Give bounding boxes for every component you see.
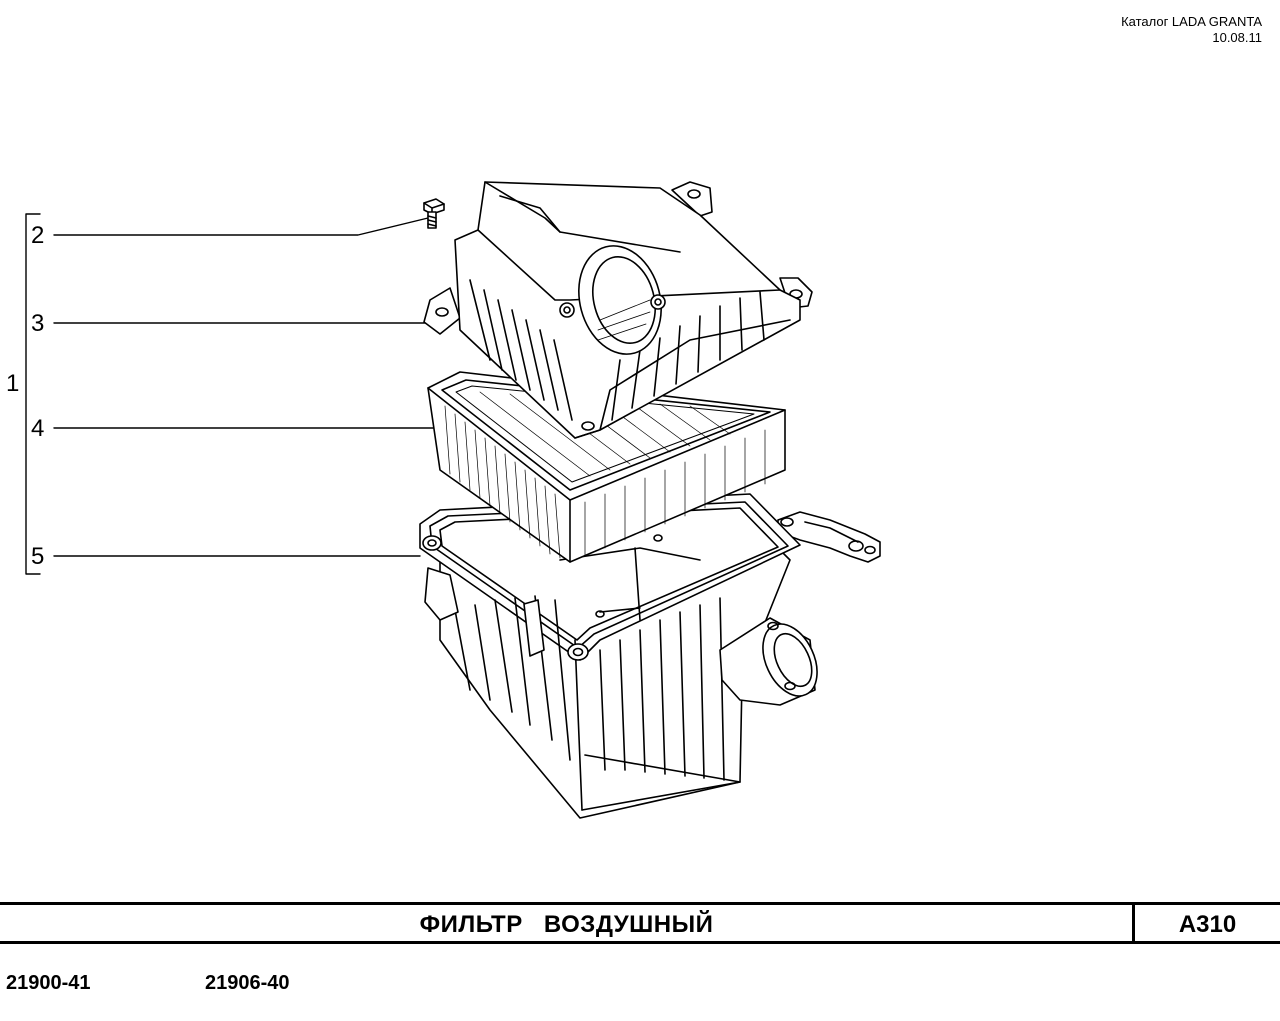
callout-2: 2 bbox=[31, 222, 45, 249]
callout-5: 5 bbox=[31, 543, 45, 570]
model-code-1: 21900-41 bbox=[6, 972, 91, 994]
catalog-header: Каталог LADA GRANTA 10.08.11 bbox=[1121, 14, 1262, 46]
section-code: A310 bbox=[1178, 911, 1237, 938]
callout-leaders bbox=[25, 213, 441, 575]
lower-housing-part bbox=[419, 493, 881, 819]
callout-3: 3 bbox=[31, 310, 45, 337]
catalog-name: Каталог LADA GRANTA bbox=[1121, 14, 1262, 29]
title-bar: ФИЛЬТР ВОЗДУШНЫЙ A310 bbox=[0, 902, 1280, 944]
title-divider bbox=[1132, 905, 1135, 941]
catalog-date: 10.08.11 bbox=[1212, 30, 1262, 45]
model-code-2: 21906-40 bbox=[205, 972, 290, 994]
upper-cover-part bbox=[423, 181, 813, 439]
filter-element-part bbox=[427, 371, 786, 563]
callout-group-1: 1 bbox=[6, 370, 20, 397]
bolt-part bbox=[423, 198, 445, 229]
page-title: ФИЛЬТР ВОЗДУШНЫЙ bbox=[419, 911, 714, 938]
callout-4: 4 bbox=[31, 415, 45, 442]
air-filter-exploded-diagram bbox=[25, 181, 881, 819]
